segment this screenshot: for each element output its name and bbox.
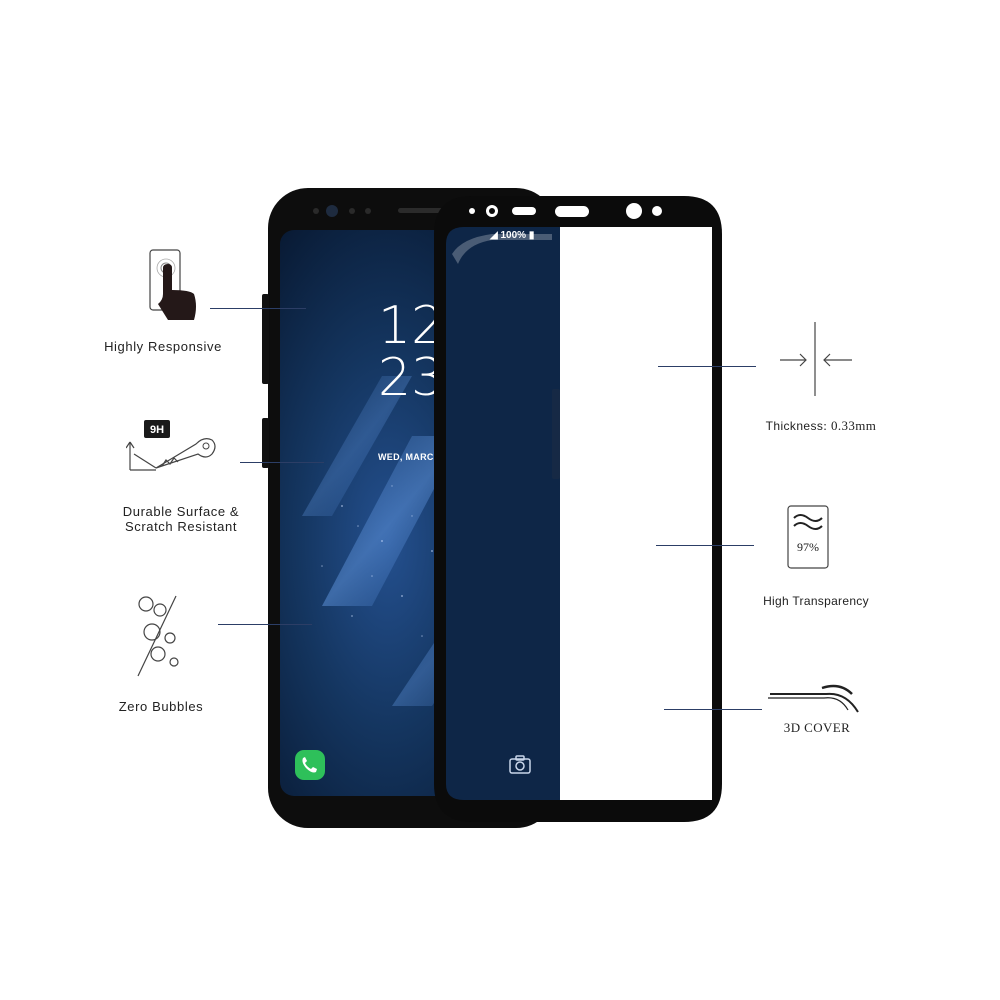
battery-icon: ▮ (528, 230, 535, 241)
lead-line-3d (664, 709, 762, 710)
label-thickness-value: : 0.33mm (823, 418, 877, 433)
9h-badge: 9H (150, 424, 164, 436)
label-high-transparency: High Transparency (763, 594, 869, 608)
label-durable-line1: Durable Surface & (122, 504, 240, 519)
status-bar: ◢ 100% ▮ (490, 230, 534, 241)
transparency-icon: 97% (787, 505, 829, 569)
lead-line-thickness (658, 366, 756, 367)
camera-icon[interactable] (508, 754, 532, 776)
label-highly-responsive: Highly Responsive (104, 339, 222, 354)
signal-icon: ◢ (490, 230, 498, 241)
clock-hour: 12 (378, 296, 445, 356)
clock-minute: 23 (378, 348, 445, 408)
bubbles-icon (137, 595, 179, 677)
label-3d-cover: 3D COVER (783, 720, 851, 735)
lead-line-transparency (656, 545, 754, 546)
transparency-badge: 97% (797, 540, 819, 554)
touch-finger-icon (149, 249, 196, 320)
phone-call-icon[interactable] (295, 750, 325, 780)
lead-line-bubbles (218, 624, 312, 625)
thickness-arrows-icon (780, 322, 852, 396)
label-durable: Durable Surface & Scratch Resistant (96, 504, 266, 534)
9h-key-scratch-icon: 9H (126, 420, 216, 471)
screen-protector (434, 196, 722, 822)
battery-percent: 100% (500, 230, 527, 241)
lead-line-responsive (210, 308, 306, 309)
label-durable-line2: Scratch Resistant (124, 519, 238, 534)
lock-date: WED, MARCH 29 (378, 452, 454, 462)
lock-clock: 12 23 (378, 300, 458, 404)
label-thickness: Thickness: 0.33mm (746, 418, 896, 434)
curve-3d-icon (768, 684, 859, 713)
label-zero-bubbles: Zero Bubbles (118, 699, 204, 714)
lead-line-durable (240, 462, 324, 463)
label-thickness-prefix: Thickness (765, 419, 824, 433)
